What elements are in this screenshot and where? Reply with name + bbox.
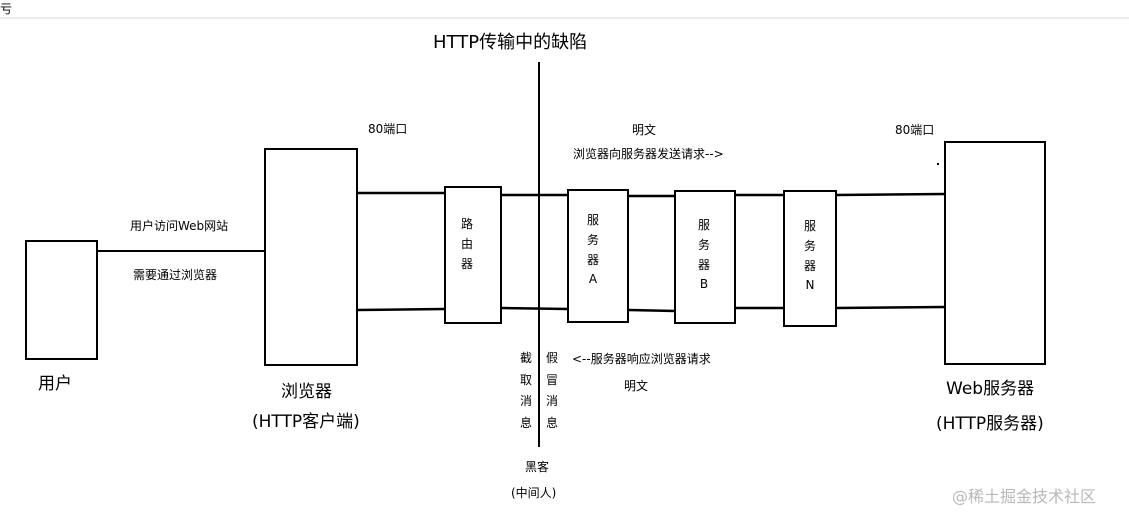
user-box [25, 240, 98, 360]
server-b-box [674, 190, 736, 324]
web-server-box [944, 141, 1046, 365]
stray-dot [937, 163, 939, 165]
fake-message-label: 假冒消息 [545, 351, 558, 430]
server-a-box [567, 189, 629, 323]
wire-top-server-n-web-server [835, 192, 946, 197]
port-label-right: 80端口 [895, 123, 935, 137]
wire-bottom-server-n-web-server [835, 305, 946, 310]
hacker-subtitle: (中间人) [511, 486, 557, 500]
web-server-label: Web服务器 [946, 379, 1035, 399]
server-b-label: 服务器B [697, 218, 710, 292]
plaintext-label-top: 明文 [632, 123, 657, 137]
top-mark: 亏 [0, 2, 13, 16]
response-direction-label: <--服务器响应浏览器请求 [572, 352, 711, 366]
request-direction-label: 浏览器向服务器发送请求--> [573, 147, 724, 161]
intercept-message-label: 截取消息 [519, 351, 532, 430]
browser-box [264, 148, 358, 366]
router-box [444, 186, 502, 324]
router-label: 路由器 [460, 217, 473, 271]
need-browser-label: 需要通过浏览器 [133, 268, 218, 282]
user-label: 用户 [38, 374, 72, 394]
diagram-title: HTTP传输中的缺陷 [433, 32, 588, 53]
port-label-left: 80端口 [368, 122, 408, 136]
wire-bottom-router-server-a [500, 306, 569, 311]
server-n-box [783, 190, 837, 327]
web-server-subtitle: (HTTP服务器) [936, 414, 1044, 434]
wire-bottom-browser-router [356, 307, 446, 312]
hacker-label: 黑客 [525, 460, 550, 474]
watermark: @稀土掘金技术社区 [952, 487, 1097, 506]
server-n-label: 服务器N [803, 219, 816, 293]
server-a-label: 服务器A [586, 213, 599, 287]
wire-bottom-server-a-server-b [627, 308, 676, 313]
browser-label: 浏览器 [281, 382, 332, 402]
plaintext-label-bottom: 明文 [624, 379, 649, 393]
user-access-label: 用户访问Web网站 [130, 219, 229, 233]
browser-subtitle: (HTTP客户端) [252, 412, 360, 432]
